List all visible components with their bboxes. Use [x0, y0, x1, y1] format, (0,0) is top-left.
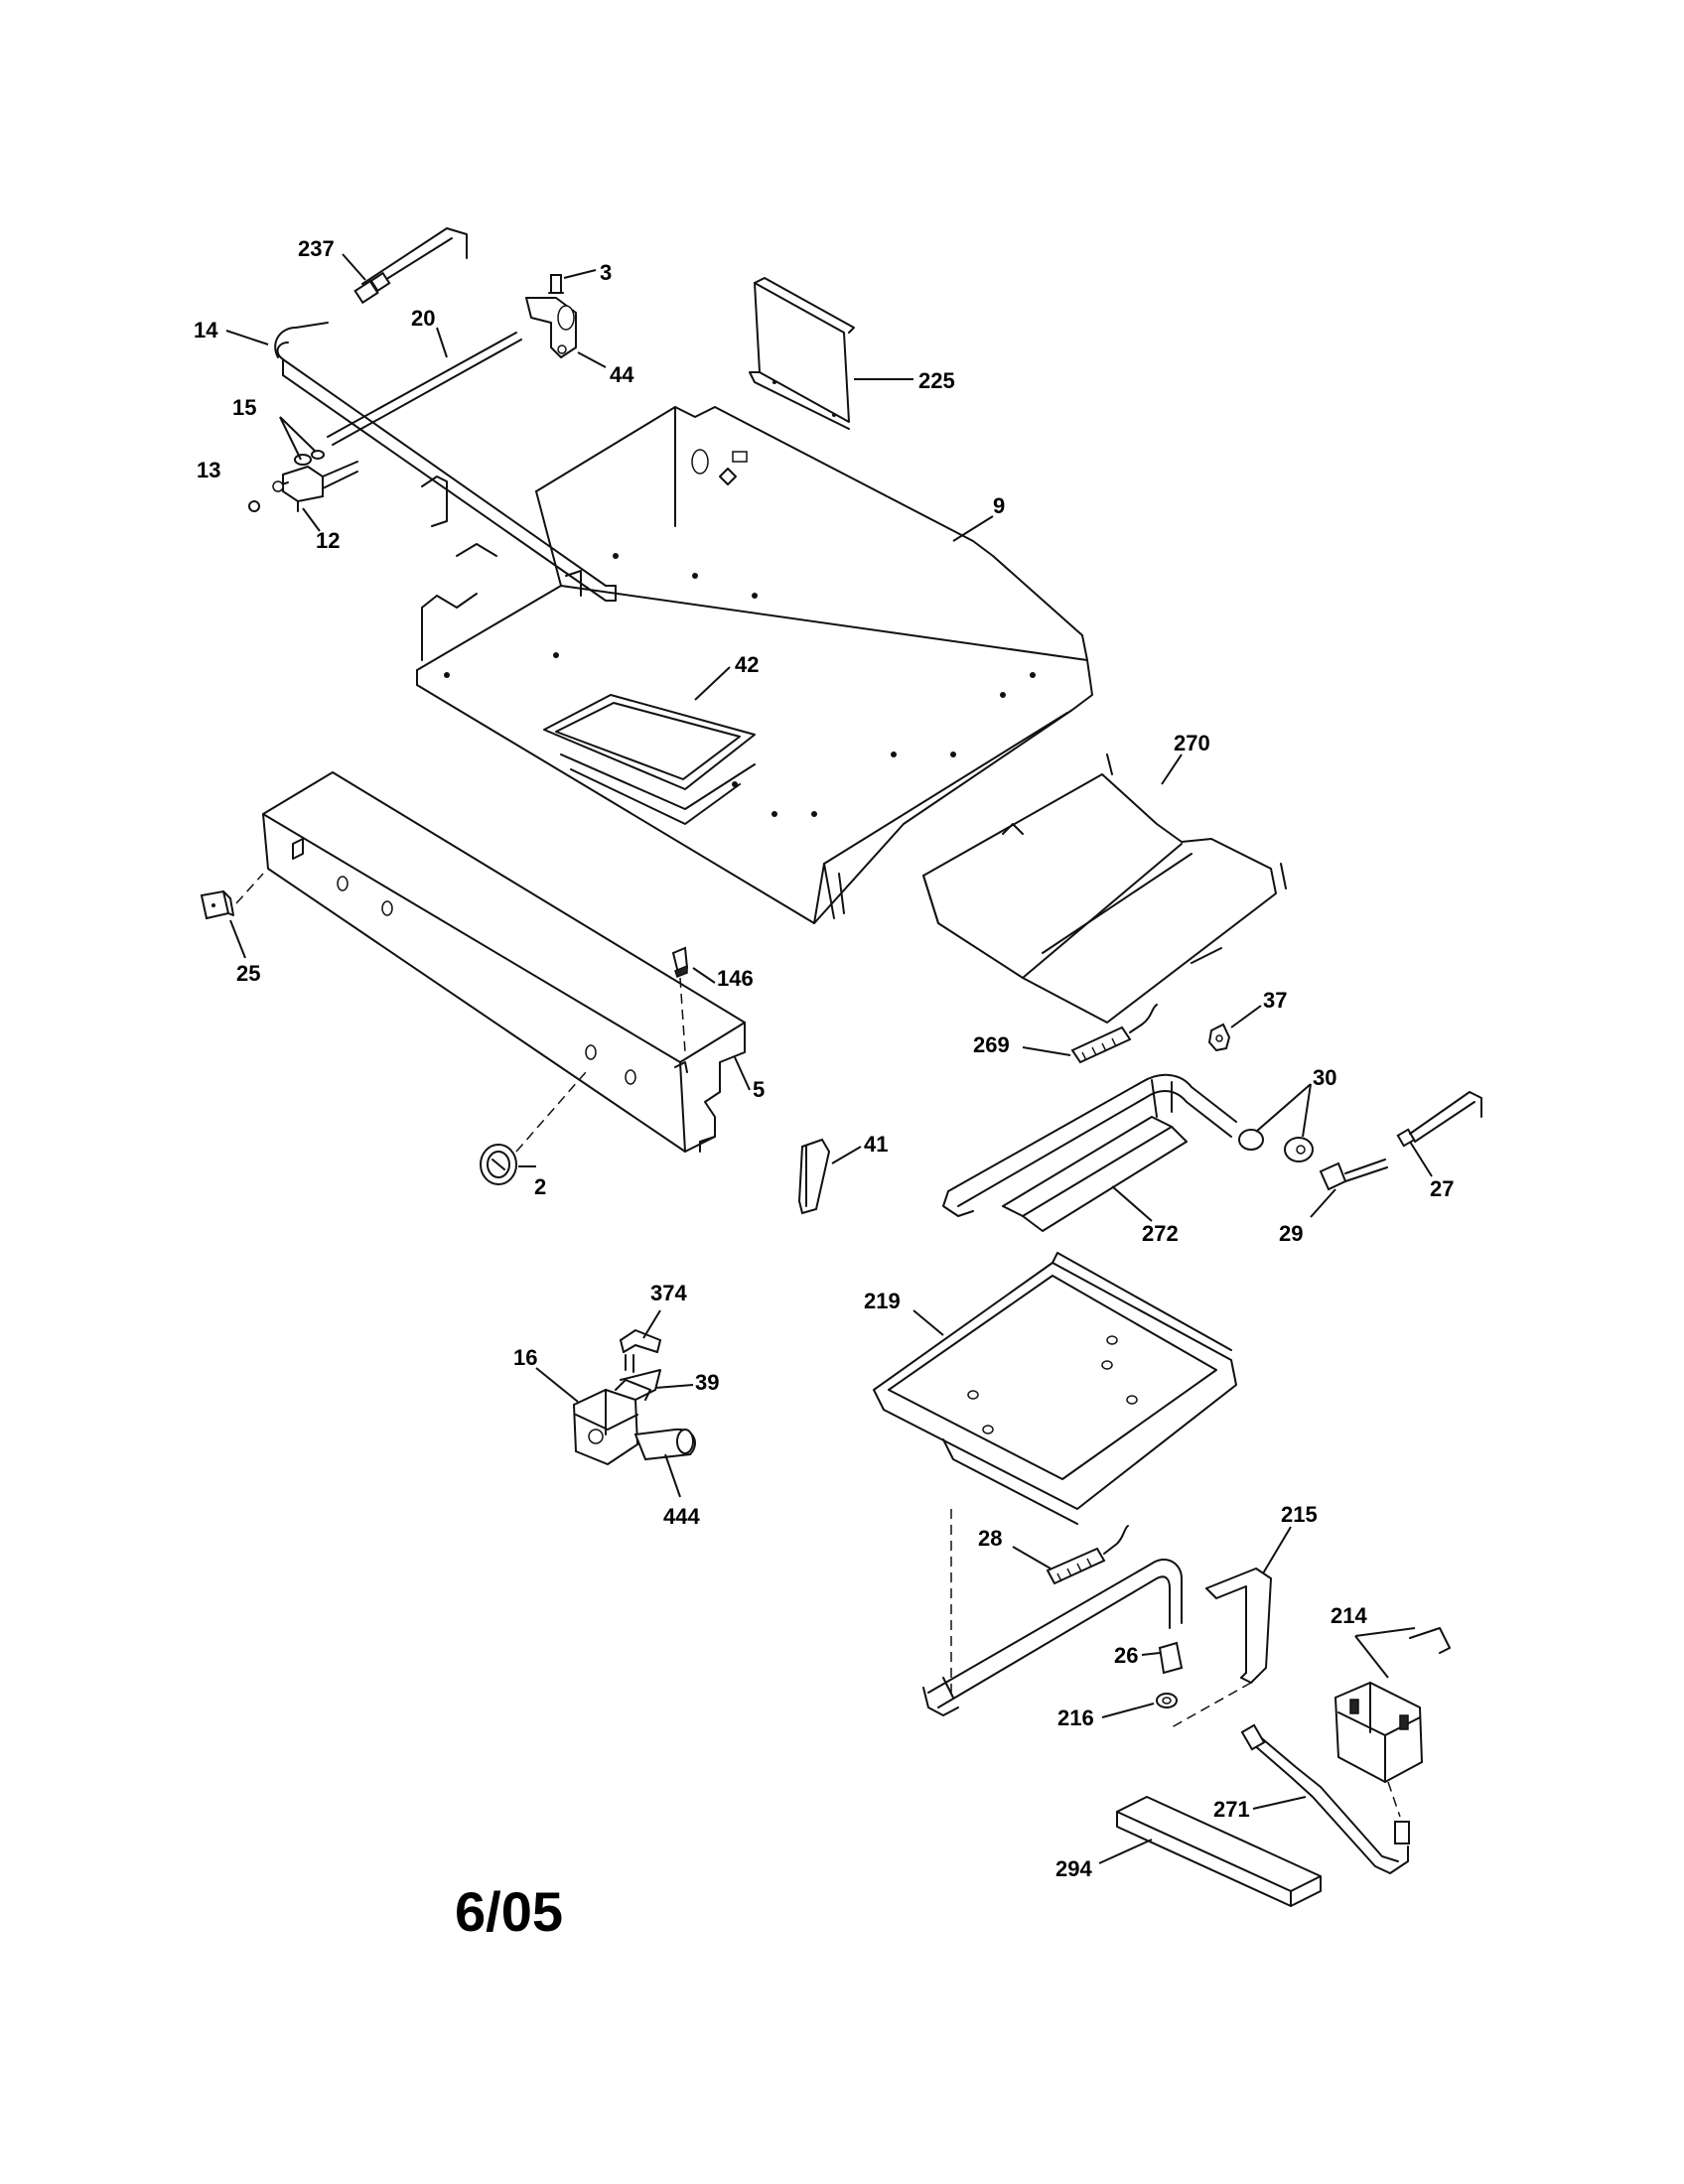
- callout-27: 27: [1430, 1176, 1454, 1201]
- callout-25: 25: [236, 961, 260, 986]
- callout-272: 272: [1142, 1221, 1179, 1246]
- part-27-gas-line: [1396, 1091, 1482, 1148]
- part-271-gas-line: [1240, 1723, 1410, 1874]
- part-9-burner-box: [416, 406, 1093, 924]
- callout-41: 41: [864, 1132, 888, 1157]
- date-code: 6/05: [455, 1880, 563, 1943]
- callout-444: 444: [663, 1504, 700, 1529]
- part-44-bracket: [525, 297, 577, 358]
- callout-20: 20: [411, 306, 435, 331]
- callout-237: 237: [298, 236, 335, 261]
- part-13-nut: [248, 500, 260, 512]
- callout-219: 219: [864, 1289, 901, 1313]
- callout-294: 294: [1055, 1856, 1092, 1881]
- part-146-clip: [671, 946, 689, 978]
- callout-16: 16: [513, 1345, 537, 1370]
- part-37-clip: [1207, 1023, 1231, 1052]
- callout-29: 29: [1279, 1221, 1303, 1246]
- part-214-ignition-module: [1333, 1627, 1451, 1784]
- callout-271: 271: [1213, 1797, 1250, 1822]
- callout-215: 215: [1281, 1502, 1318, 1527]
- part-2-knob: [480, 1144, 517, 1185]
- callout-269: 269: [973, 1032, 1010, 1057]
- part-270-heat-shield: [922, 753, 1287, 1024]
- callout-26: 26: [1114, 1643, 1138, 1668]
- part-215-bracket: [1205, 1568, 1272, 1684]
- part-28-igniter: [1046, 1525, 1129, 1585]
- part-3-orifice: [548, 274, 564, 294]
- part-12-valve: [272, 461, 358, 512]
- part-272-baffle: [1002, 1116, 1188, 1232]
- part-294-channel: [1116, 1796, 1322, 1907]
- callout-3: 3: [600, 260, 612, 285]
- callout-214: 214: [1331, 1603, 1367, 1628]
- part-219-bottom-plate: [873, 1252, 1237, 1525]
- callout-374: 374: [650, 1281, 687, 1305]
- part-269-igniter: [1070, 1004, 1158, 1064]
- callout-30: 30: [1313, 1065, 1336, 1090]
- callout-270: 270: [1174, 731, 1210, 755]
- callout-15: 15: [232, 395, 256, 420]
- part-30-orifice-holder: [1238, 1129, 1314, 1162]
- callout-28: 28: [978, 1526, 1002, 1551]
- leader-lines: [225, 253, 1433, 1864]
- part-225-shield: [749, 277, 855, 430]
- broil-burner-tube: [922, 1559, 1183, 1716]
- part-16-regulator: [572, 1379, 651, 1466]
- callout-2: 2: [534, 1174, 546, 1199]
- callout-39: 39: [695, 1370, 719, 1395]
- part-5-manifold-panel: [262, 771, 746, 1153]
- part-444-elbow: [633, 1428, 696, 1461]
- callout-labels: 237 3 14 20 44 225 15 13 12 9 42 270 25 …: [194, 236, 1454, 1881]
- callout-13: 13: [197, 458, 220, 482]
- part-29-orifice: [1319, 1159, 1388, 1191]
- callout-9: 9: [993, 493, 1005, 518]
- part-374-tube: [620, 1329, 661, 1373]
- callout-225: 225: [918, 368, 955, 393]
- callout-42: 42: [735, 652, 759, 677]
- part-42-frame: [543, 694, 756, 825]
- oven-burner-tube: [942, 1073, 1237, 1217]
- callout-14: 14: [194, 318, 218, 342]
- callout-146: 146: [717, 966, 754, 991]
- part-25-switch: [200, 889, 234, 920]
- callout-44: 44: [610, 362, 634, 387]
- callout-37: 37: [1263, 988, 1287, 1013]
- part-237-gas-line: [353, 227, 468, 305]
- part-41-trim: [797, 1138, 831, 1215]
- part-39-bracket: [620, 1369, 661, 1401]
- part-15-bushing: [294, 450, 325, 466]
- part-14-manifold: [274, 322, 617, 602]
- part-26-holder: [1158, 1641, 1184, 1675]
- callout-5: 5: [753, 1077, 765, 1102]
- assembly-dashed-lines: [235, 873, 1401, 1818]
- part-216-nut: [1156, 1693, 1178, 1708]
- callout-12: 12: [316, 528, 340, 553]
- callout-216: 216: [1057, 1706, 1094, 1730]
